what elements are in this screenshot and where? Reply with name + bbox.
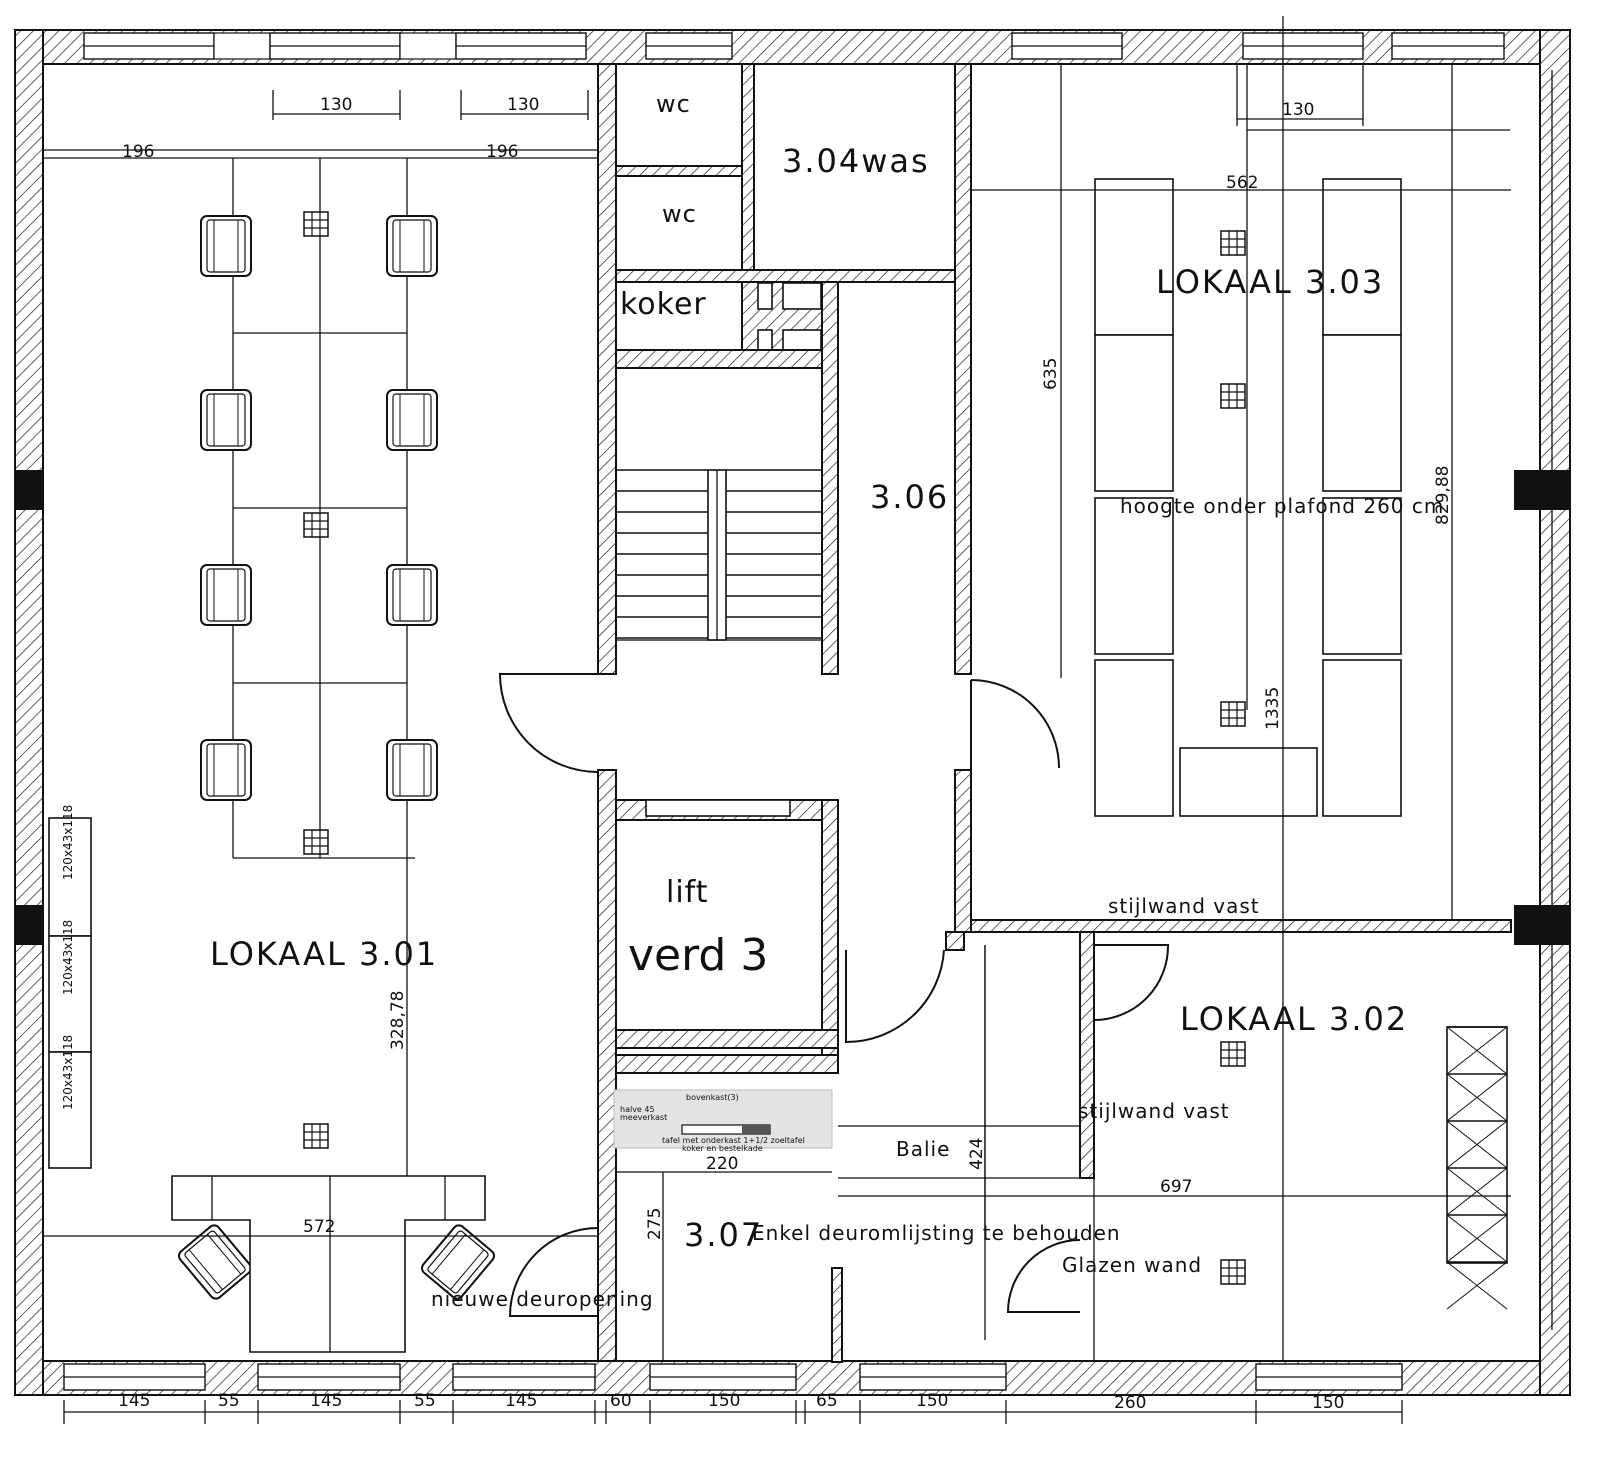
room-label-307: 3.07 <box>684 1216 763 1254</box>
inset-note-1: bovenkast(3) <box>686 1093 739 1102</box>
dim-bottom-150-b: 150 <box>916 1391 948 1411</box>
dim-1335: 1335 <box>1263 687 1283 730</box>
balie-area <box>838 945 1095 1361</box>
annotations: hoogte onder plafond 260 cm stijlwand va… <box>61 494 1444 1311</box>
note-stijlwand-2: stijlwand vast <box>1078 1099 1230 1123</box>
inset-annotation: bovenkast(3) halve 45 meeverkast tafel m… <box>613 1089 833 1153</box>
room-labels: LOKAAL 3.01 LOKAAL 3.02 LOKAAL 3.03 3.04… <box>210 90 1408 1254</box>
room-label-verd: verd 3 <box>628 930 768 981</box>
study-tables <box>1094 178 1402 817</box>
dim-196-a: 196 <box>122 142 154 162</box>
dim-bottom-55-a: 55 <box>218 1391 240 1411</box>
room-label-koker: koker <box>620 287 707 322</box>
dim-bottom-260: 260 <box>1114 1393 1146 1413</box>
note-glazen-wand: Glazen wand <box>1062 1253 1202 1277</box>
reception-desk <box>171 1175 486 1353</box>
windows <box>15 32 1570 1391</box>
inset-note-2: halve 45 <box>620 1105 655 1114</box>
dim-bottom-55-b: 55 <box>414 1391 436 1411</box>
cabinet-label-1: 120x43x118 <box>61 805 75 880</box>
note-nieuwe-deuropening: nieuwe deuropening <box>431 1287 654 1311</box>
chairs <box>175 215 498 1303</box>
room-label-balie: Balie <box>896 1137 950 1161</box>
doors <box>498 673 1170 1317</box>
room-label-wc-1: wc <box>656 90 691 118</box>
room-label-303: LOKAAL 3.03 <box>1156 263 1384 301</box>
dim-130-b: 130 <box>507 95 539 115</box>
dimension-labels: 130 130 130 196 196 562 635 829,88 1335 … <box>118 95 1453 1413</box>
cabinet-label-2: 120x43x118 <box>61 920 75 995</box>
dim-635: 635 <box>1041 358 1061 390</box>
inset-note-4: tafel met onderkast 1+1/2 zoeltafel <box>662 1136 805 1145</box>
dim-562: 562 <box>1226 173 1258 193</box>
note-deuromlijsting: Enkel deuromlijsting te behouden <box>752 1221 1121 1245</box>
dim-bottom-145-c: 145 <box>505 1391 537 1411</box>
dim-424: 424 <box>967 1138 987 1170</box>
dim-572: 572 <box>303 1217 335 1237</box>
dim-196-b: 196 <box>486 142 518 162</box>
dim-130-c: 130 <box>1282 100 1314 120</box>
dim-130-a: 130 <box>320 95 352 115</box>
cabinet-label-3: 120x43x118 <box>61 1035 75 1110</box>
dim-220: 220 <box>706 1154 738 1174</box>
room-label-wc-2: wc <box>662 200 697 228</box>
dim-bottom-145-b: 145 <box>310 1391 342 1411</box>
room-label-301: LOKAAL 3.01 <box>210 935 438 973</box>
note-stijlwand-1: stijlwand vast <box>1108 894 1260 918</box>
room-label-302: LOKAAL 3.02 <box>1180 1000 1408 1038</box>
staircase <box>615 367 823 641</box>
cabinets <box>48 817 92 1169</box>
room-label-306: 3.06 <box>870 478 949 516</box>
dim-bottom-65: 65 <box>816 1391 838 1411</box>
inset-note-5: koker en bestelkade <box>682 1144 763 1153</box>
inset-note-3: meeverkast <box>620 1113 667 1122</box>
room-label-304: 3.04was <box>782 142 930 180</box>
dim-bottom-60: 60 <box>610 1391 632 1411</box>
lift-shaft <box>615 819 823 1031</box>
dim-328: 328,78 <box>388 991 408 1050</box>
note-ceiling-height: hoogte onder plafond 260 cm <box>1120 494 1444 518</box>
dim-275: 275 <box>645 1208 665 1240</box>
room-label-lift: lift <box>666 875 708 910</box>
dim-829: 829,88 <box>1433 466 1453 525</box>
dim-bottom-145-a: 145 <box>118 1391 150 1411</box>
dimension-lines <box>43 16 1511 1424</box>
shelving-rack <box>1446 1026 1508 1310</box>
dim-697: 697 <box>1160 1177 1192 1197</box>
dim-bottom-150-a: 150 <box>708 1391 740 1411</box>
office-desks <box>43 157 598 1185</box>
dim-bottom-150-c: 150 <box>1312 1393 1344 1413</box>
